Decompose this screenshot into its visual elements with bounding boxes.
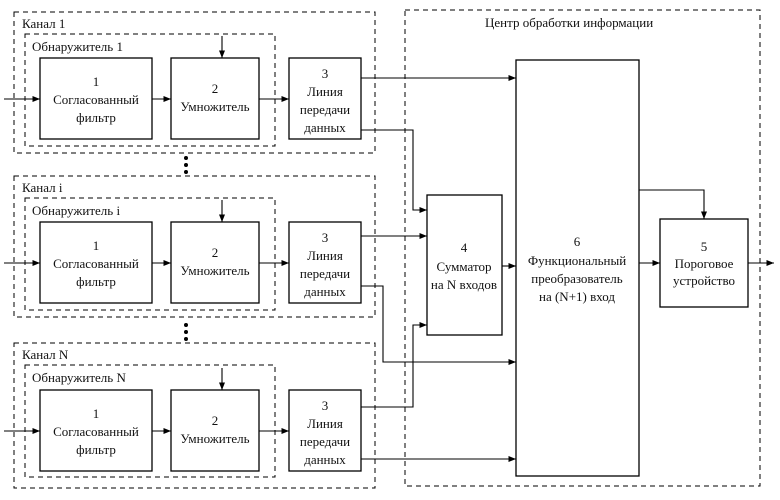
ellipsis-dot bbox=[184, 156, 188, 160]
converter-line-3: на (N+1) вход bbox=[539, 289, 615, 304]
channel-i-filter-line-1: Согласованный bbox=[53, 256, 139, 271]
detector-i-label: Обнаружитель i bbox=[32, 203, 120, 218]
converter-threshold-control-wire bbox=[639, 190, 704, 219]
channel-1-filter-number: 1 bbox=[93, 74, 100, 89]
converter-box bbox=[516, 60, 639, 476]
ellipsis-lower bbox=[184, 323, 188, 341]
channel-1-multiplier-number: 2 bbox=[212, 81, 219, 96]
converter-block: 6 Функциональный преобразователь на (N+1… bbox=[516, 60, 639, 476]
ellipsis-upper bbox=[184, 156, 188, 174]
ellipsis-dot bbox=[184, 337, 188, 341]
converter-line-2: преобразователь bbox=[531, 271, 623, 286]
channel-i-line-line-1: Линия bbox=[307, 248, 343, 263]
converter-number: 6 bbox=[574, 234, 581, 249]
channel-i-filter-number: 1 bbox=[93, 238, 100, 253]
ellipsis-dot bbox=[184, 163, 188, 167]
converter-line-1: Функциональный bbox=[528, 253, 626, 268]
channel-i-label: Канал i bbox=[22, 180, 63, 195]
channel-i-line-line-2: передачи bbox=[300, 266, 350, 281]
channel-N-label: Канал N bbox=[22, 347, 69, 362]
ellipsis-dot bbox=[184, 330, 188, 334]
channel-1-multiplier-line-1: Умножитель bbox=[180, 99, 249, 114]
channel-1-filter-line-1: Согласованный bbox=[53, 92, 139, 107]
channel-i-line-number: 3 bbox=[322, 230, 329, 245]
threshold-block: 5 Пороговое устройство bbox=[660, 219, 748, 307]
ellipsis-dot bbox=[184, 170, 188, 174]
threshold-line-1: Пороговое bbox=[675, 256, 734, 271]
channel-N-filter-number: 1 bbox=[93, 406, 100, 421]
channel-N-line-line-3: данных bbox=[304, 452, 346, 467]
channel-i-line-line-3: данных bbox=[304, 284, 346, 299]
channel-i-multiplier-line-1: Умножитель bbox=[180, 263, 249, 278]
channel-i-filter-line-2: фильтр bbox=[76, 274, 116, 289]
channel-i-multiplier-number: 2 bbox=[212, 245, 219, 260]
channel-N-line-number: 3 bbox=[322, 398, 329, 413]
detector-1-label: Обнаружитель 1 bbox=[32, 39, 123, 54]
channel-N-filter-line-1: Согласованный bbox=[53, 424, 139, 439]
processing-center-group: Центр обработки информации 4 Сумматор на… bbox=[405, 10, 760, 486]
channel-N-multiplier-line-1: Умножитель bbox=[180, 431, 249, 446]
channel-1-line-line-2: передачи bbox=[300, 102, 350, 117]
channel-N-to-summator-wire bbox=[361, 325, 427, 407]
channel-1-line-line-3: данных bbox=[304, 120, 346, 135]
channel-1-line-line-1: Линия bbox=[307, 84, 343, 99]
summator-number: 4 bbox=[461, 240, 468, 255]
ellipsis-dot bbox=[184, 323, 188, 327]
channel-1-to-summator-wire bbox=[361, 130, 427, 210]
summator-line-2: на N входов bbox=[431, 277, 497, 292]
threshold-number: 5 bbox=[701, 239, 708, 254]
channel-N-multiplier-number: 2 bbox=[212, 413, 219, 428]
threshold-line-2: устройство bbox=[673, 273, 735, 288]
channel-N-filter-line-2: фильтр bbox=[76, 442, 116, 457]
channel-1-group: Канал 1 Обнаружитель 1 1 Согласованный ф… bbox=[4, 12, 516, 210]
summator-block: 4 Сумматор на N входов bbox=[427, 195, 502, 335]
summator-line-1: Сумматор bbox=[437, 259, 492, 274]
channel-1-line-number: 3 bbox=[322, 66, 329, 81]
detector-N-label: Обнаружитель N bbox=[32, 370, 126, 385]
channel-1-filter-line-2: фильтр bbox=[76, 110, 116, 125]
channel-1-label: Канал 1 bbox=[22, 16, 65, 31]
channel-N-group: Канал N Обнаружитель N 1 Согласованный ф… bbox=[4, 325, 516, 488]
processing-center-title: Центр обработки информации bbox=[485, 15, 653, 30]
channel-N-line-line-2: передачи bbox=[300, 434, 350, 449]
channel-N-line-line-1: Линия bbox=[307, 416, 343, 431]
